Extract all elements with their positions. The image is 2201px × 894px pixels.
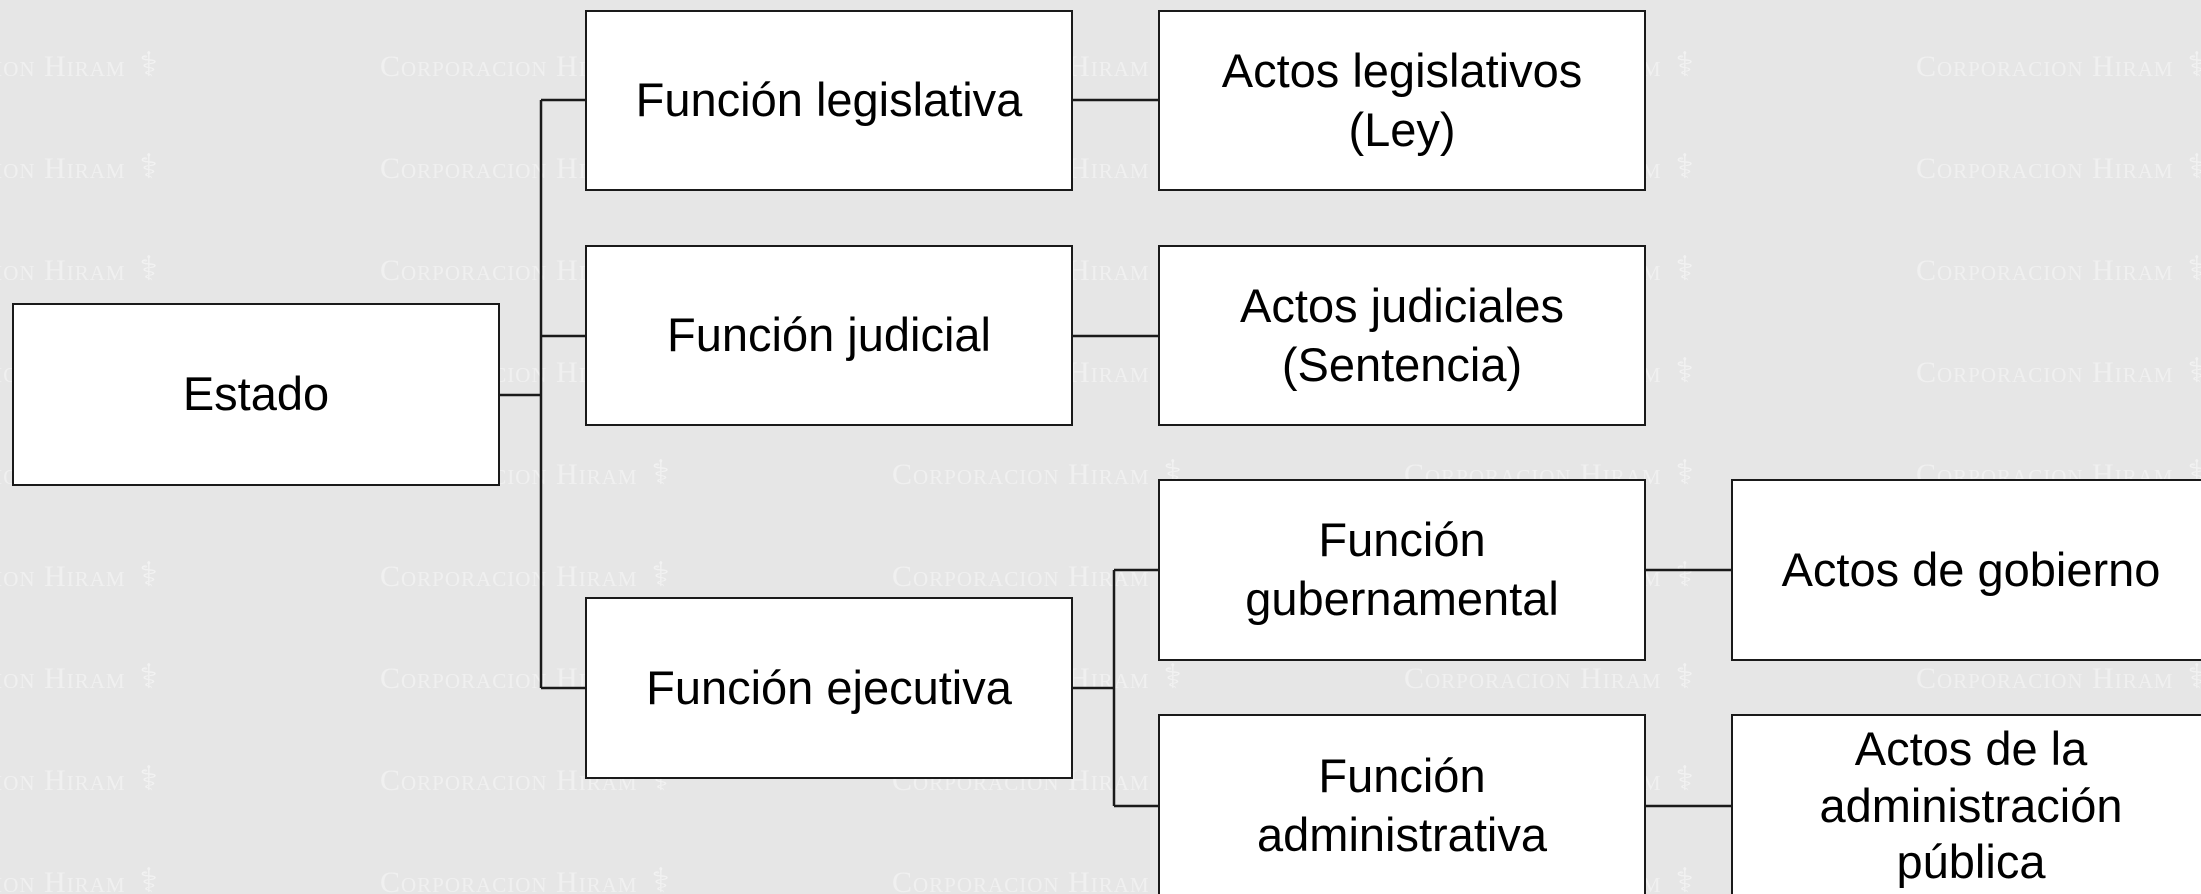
node-actos-administracion: Actos de la administración pública (1731, 714, 2201, 894)
node-actos-legislativos-label: Actos legislativos (Ley) (1221, 43, 1583, 156)
node-funcion-administrativa-label: Función administrativa (1257, 749, 1547, 861)
node-funcion-legislativa: Función legislativa (585, 10, 1073, 191)
node-funcion-legislativa-label: Función legislativa (635, 73, 1023, 127)
node-actos-legislativos: Actos legislativos (Ley) (1158, 10, 1646, 191)
node-funcion-ejecutiva: Función ejecutiva (585, 597, 1073, 779)
node-funcion-judicial: Función judicial (585, 245, 1073, 426)
node-funcion-administrativa: Función administrativa (1158, 714, 1646, 894)
node-actos-gobierno-label: Actos de gobierno (1781, 542, 2161, 596)
node-estado: Estado (12, 303, 500, 486)
node-actos-gobierno: Actos de gobierno (1731, 479, 2201, 661)
node-estado-label: Estado (182, 367, 330, 421)
node-funcion-gubernamental-label: Función gubernamental (1245, 513, 1559, 625)
node-funcion-judicial-label: Función judicial (667, 308, 991, 362)
node-funcion-ejecutiva-label: Función ejecutiva (646, 660, 1012, 714)
node-actos-judiciales-label: Actos judiciales (Sentencia) (1240, 278, 1564, 391)
node-actos-administracion-label: Actos de la administración pública (1819, 722, 2123, 889)
node-funcion-gubernamental: Función gubernamental (1158, 479, 1646, 661)
node-actos-judiciales: Actos judiciales (Sentencia) (1158, 245, 1646, 426)
